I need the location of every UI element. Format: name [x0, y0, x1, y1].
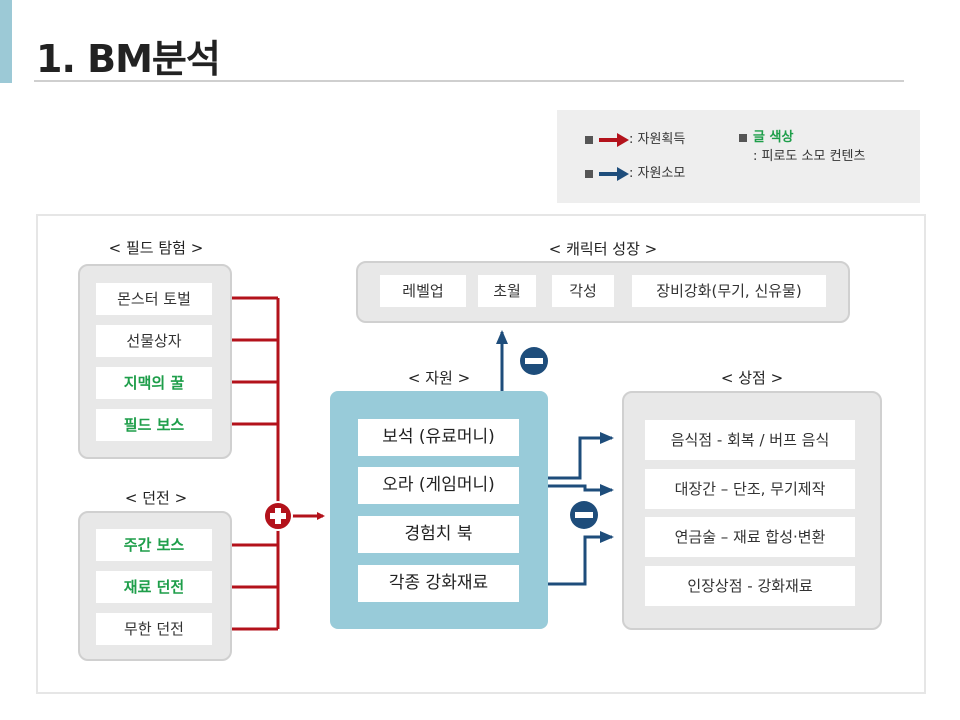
bullet-square-icon	[585, 135, 593, 144]
shop-label: < 상점 >	[720, 369, 784, 387]
red-arrow-icon	[599, 132, 629, 147]
legend-text-color: 글 색상	[739, 126, 793, 145]
resource-item: 경험치 북	[358, 516, 519, 553]
accent-bar	[0, 0, 12, 83]
minus-node-icon	[570, 501, 598, 529]
title-divider	[34, 80, 904, 82]
legend-gain: : 자원획득	[585, 128, 685, 147]
minus-node-icon	[520, 347, 548, 375]
growth-item: 초월	[478, 275, 536, 307]
bullet-square-icon	[585, 169, 593, 178]
resources-label: < 자원 >	[407, 369, 471, 387]
dungeon-item: 무한 던전	[96, 613, 212, 645]
plus-node-icon	[263, 501, 293, 531]
legend-text-color-label: 글 색상	[753, 130, 794, 145]
legend-box: : 자원획득 : 자원소모 글 색상 : 피로도 소모 컨텐츠	[557, 110, 920, 203]
bullet-square-icon	[739, 133, 747, 142]
shop-item: 연금술 – 재료 합성·변환	[645, 517, 855, 557]
field-item: 몬스터 토벌	[96, 283, 212, 315]
field-item: 선물상자	[96, 325, 212, 357]
legend-spend-label: : 자원소모	[629, 166, 686, 181]
spend-to-shop-lines	[548, 432, 614, 586]
legend-spend: : 자원소모	[585, 162, 685, 181]
legend-gain-label: : 자원획득	[629, 132, 686, 147]
growth-item: 장비강화(무기, 신유물)	[632, 275, 826, 307]
shop-item: 대장간 – 단조, 무기제작	[645, 469, 855, 509]
page-title: 1. BM분석	[36, 37, 221, 81]
dungeon-label: < 던전 >	[124, 489, 188, 507]
field-item: 지맥의 꿀	[96, 367, 212, 399]
resource-item: 각종 강화재료	[358, 565, 519, 602]
dungeon-item: 재료 던전	[96, 571, 212, 603]
growth-item: 각성	[552, 275, 614, 307]
resource-item: 오라 (게임머니)	[358, 467, 519, 504]
field-label: < 필드 탐험 >	[108, 239, 204, 257]
legend-text-color-desc: : 피로도 소모 컨텐츠	[753, 149, 866, 164]
shop-item: 음식점 - 회복 / 버프 음식	[645, 420, 855, 460]
growth-item: 레벨업	[380, 275, 466, 307]
dungeon-item: 주간 보스	[96, 529, 212, 561]
gain-lines	[232, 296, 325, 631]
blue-arrow-icon	[599, 166, 629, 181]
resource-item: 보석 (유료머니)	[358, 419, 519, 456]
shop-item: 인장상점 - 강화재료	[645, 566, 855, 606]
diagram-frame	[36, 214, 926, 694]
field-item: 필드 보스	[96, 409, 212, 441]
growth-label: < 캐릭터 성장 >	[548, 240, 658, 258]
